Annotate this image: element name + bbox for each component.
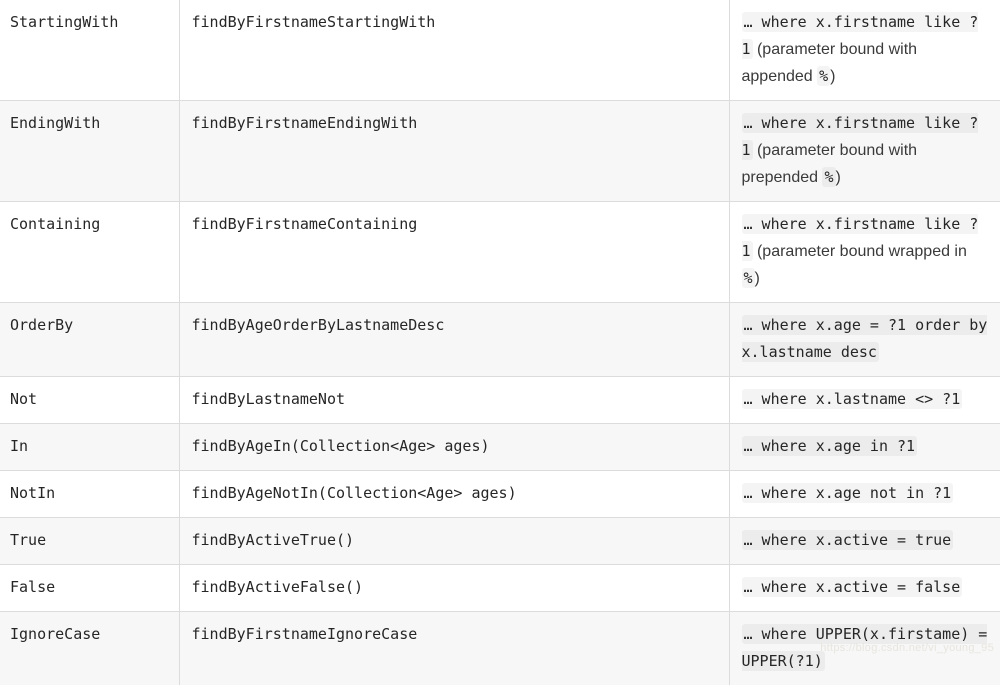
keyword-cell: False — [0, 565, 179, 612]
inline-code: % — [742, 268, 755, 288]
table-row: Containing findByFirstnameContaining … w… — [0, 202, 1000, 303]
jpql-cell: … where x.age not in ?1 — [729, 471, 1000, 518]
inline-code: … where x.lastname <> ?1 — [742, 389, 963, 409]
inline-code: … where x.active = false — [742, 577, 963, 597]
method-text: findByAgeIn(Collection<Age> ages) — [192, 437, 490, 455]
table-row: IgnoreCase findByFirstnameIgnoreCase … w… — [0, 612, 1000, 685]
jpql-cell: … where x.age in ?1 — [729, 424, 1000, 471]
keyword-text: Containing — [10, 215, 100, 233]
keyword-cell: True — [0, 518, 179, 565]
table-row: NotIn findByAgeNotIn(Collection<Age> age… — [0, 471, 1000, 518]
table-row: True findByActiveTrue() … where x.active… — [0, 518, 1000, 565]
table-row: OrderBy findByAgeOrderByLastnameDesc … w… — [0, 303, 1000, 377]
method-text: findByFirstnameContaining — [192, 215, 418, 233]
method-cell: findByAgeIn(Collection<Age> ages) — [179, 424, 729, 471]
jpql-cell: … where x.firstname like ?1 (parameter b… — [729, 0, 1000, 101]
jpql-snippet: … where UPPER(x.firstame) = UPPER(?1) — [742, 626, 988, 670]
keyword-cell: NotIn — [0, 471, 179, 518]
method-cell: findByFirstnameIgnoreCase — [179, 612, 729, 685]
jpql-cell: … where x.age = ?1 order by x.lastname d… — [729, 303, 1000, 377]
jpql-snippet: … where x.age not in ?1 — [742, 485, 954, 502]
keyword-text: EndingWith — [10, 114, 100, 132]
table-row: StartingWith findByFirstnameStartingWith… — [0, 0, 1000, 101]
method-cell: findByFirstnameContaining — [179, 202, 729, 303]
inline-text: ) — [755, 270, 760, 287]
inline-text: ) — [830, 68, 835, 85]
table-row: EndingWith findByFirstnameEndingWith … w… — [0, 101, 1000, 202]
jpql-cell: … where UPPER(x.firstame) = UPPER(?1) — [729, 612, 1000, 685]
keyword-text: IgnoreCase — [10, 625, 100, 643]
inline-code: … where x.age not in ?1 — [742, 483, 954, 503]
keyword-text: StartingWith — [10, 13, 118, 31]
method-text: findByActiveTrue() — [192, 531, 355, 549]
page: { "table": { "rows": [ { "keyword": "Sta… — [0, 0, 1000, 659]
method-text: findByActiveFalse() — [192, 578, 364, 596]
inline-text: (parameter bound wrapped in — [753, 243, 967, 260]
jpql-snippet: … where x.age = ?1 order by x.lastname d… — [742, 317, 988, 361]
jpql-cell: … where x.lastname <> ?1 — [729, 377, 1000, 424]
method-cell: findByFirstnameEndingWith — [179, 101, 729, 202]
table-row: In findByAgeIn(Collection<Age> ages) … w… — [0, 424, 1000, 471]
method-text: findByAgeNotIn(Collection<Age> ages) — [192, 484, 517, 502]
method-cell: findByAgeNotIn(Collection<Age> ages) — [179, 471, 729, 518]
jpql-cell: … where x.active = false — [729, 565, 1000, 612]
keyword-cell: IgnoreCase — [0, 612, 179, 685]
keyword-cell: Containing — [0, 202, 179, 303]
keyword-cell: In — [0, 424, 179, 471]
inline-text: ) — [836, 169, 841, 186]
method-text: findByAgeOrderByLastnameDesc — [192, 316, 445, 334]
table-row: False findByActiveFalse() … where x.acti… — [0, 565, 1000, 612]
inline-code: … where x.active = true — [742, 530, 954, 550]
method-cell: findByActiveFalse() — [179, 565, 729, 612]
inline-code: % — [822, 167, 835, 187]
method-cell: findByLastnameNot — [179, 377, 729, 424]
keyword-text: Not — [10, 390, 37, 408]
jpql-snippet: … where x.firstname like ?1 (parameter b… — [742, 216, 979, 287]
jpql-snippet: … where x.firstname like ?1 (parameter b… — [742, 115, 979, 186]
keyword-cell: Not — [0, 377, 179, 424]
method-text: findByFirstnameIgnoreCase — [192, 625, 418, 643]
inline-code: … where x.age = ?1 order by x.lastname d… — [742, 315, 988, 362]
jpql-cell: … where x.firstname like ?1 (parameter b… — [729, 101, 1000, 202]
keyword-cell: OrderBy — [0, 303, 179, 377]
inline-code: … where UPPER(x.firstame) = UPPER(?1) — [742, 624, 988, 671]
keyword-text: NotIn — [10, 484, 55, 502]
method-text: findByFirstnameEndingWith — [192, 114, 418, 132]
keyword-cell: StartingWith — [0, 0, 179, 101]
keyword-text: OrderBy — [10, 316, 73, 334]
jpql-snippet: … where x.active = false — [742, 579, 963, 596]
jpql-cell: … where x.active = true — [729, 518, 1000, 565]
jpql-cell: … where x.firstname like ?1 (parameter b… — [729, 202, 1000, 303]
keyword-text: True — [10, 531, 46, 549]
method-cell: findByAgeOrderByLastnameDesc — [179, 303, 729, 377]
keyword-text: In — [10, 437, 28, 455]
method-cell: findByFirstnameStartingWith — [179, 0, 729, 101]
method-text: findByFirstnameStartingWith — [192, 13, 436, 31]
keyword-text: False — [10, 578, 55, 596]
inline-code: … where x.age in ?1 — [742, 436, 918, 456]
jpql-snippet: … where x.lastname <> ?1 — [742, 391, 963, 408]
table-row: Not findByLastnameNot … where x.lastname… — [0, 377, 1000, 424]
keyword-cell: EndingWith — [0, 101, 179, 202]
method-cell: findByActiveTrue() — [179, 518, 729, 565]
method-text: findByLastnameNot — [192, 390, 346, 408]
jpql-snippet: … where x.age in ?1 — [742, 438, 918, 455]
inline-code: % — [817, 66, 830, 86]
jpql-snippet: … where x.firstname like ?1 (parameter b… — [742, 14, 979, 85]
jpql-snippet: … where x.active = true — [742, 532, 954, 549]
